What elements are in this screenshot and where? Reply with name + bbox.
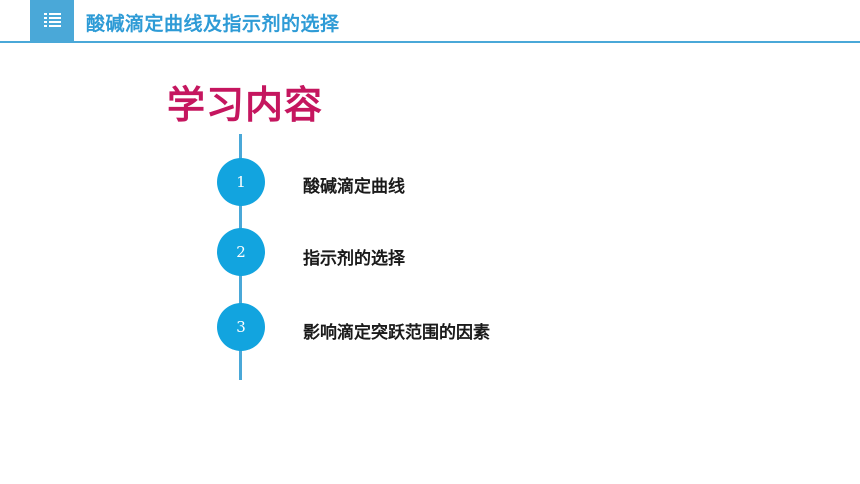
step-label-3: 影响滴定突跃范围的因素: [303, 323, 490, 343]
header-divider: [0, 41, 860, 43]
step-label-2: 指示剂的选择: [303, 249, 405, 269]
slide-header: 酸碱滴定曲线及指示剂的选择: [0, 0, 860, 43]
step-number-3: 3: [217, 303, 265, 351]
step-number-2: 2: [217, 228, 265, 276]
step-label-1: 酸碱滴定曲线: [303, 177, 405, 197]
list-icon: [30, 0, 74, 42]
step-number-1: 1: [217, 158, 265, 206]
section-title: 学习内容: [167, 83, 324, 127]
header-title: 酸碱滴定曲线及指示剂的选择: [86, 13, 340, 35]
